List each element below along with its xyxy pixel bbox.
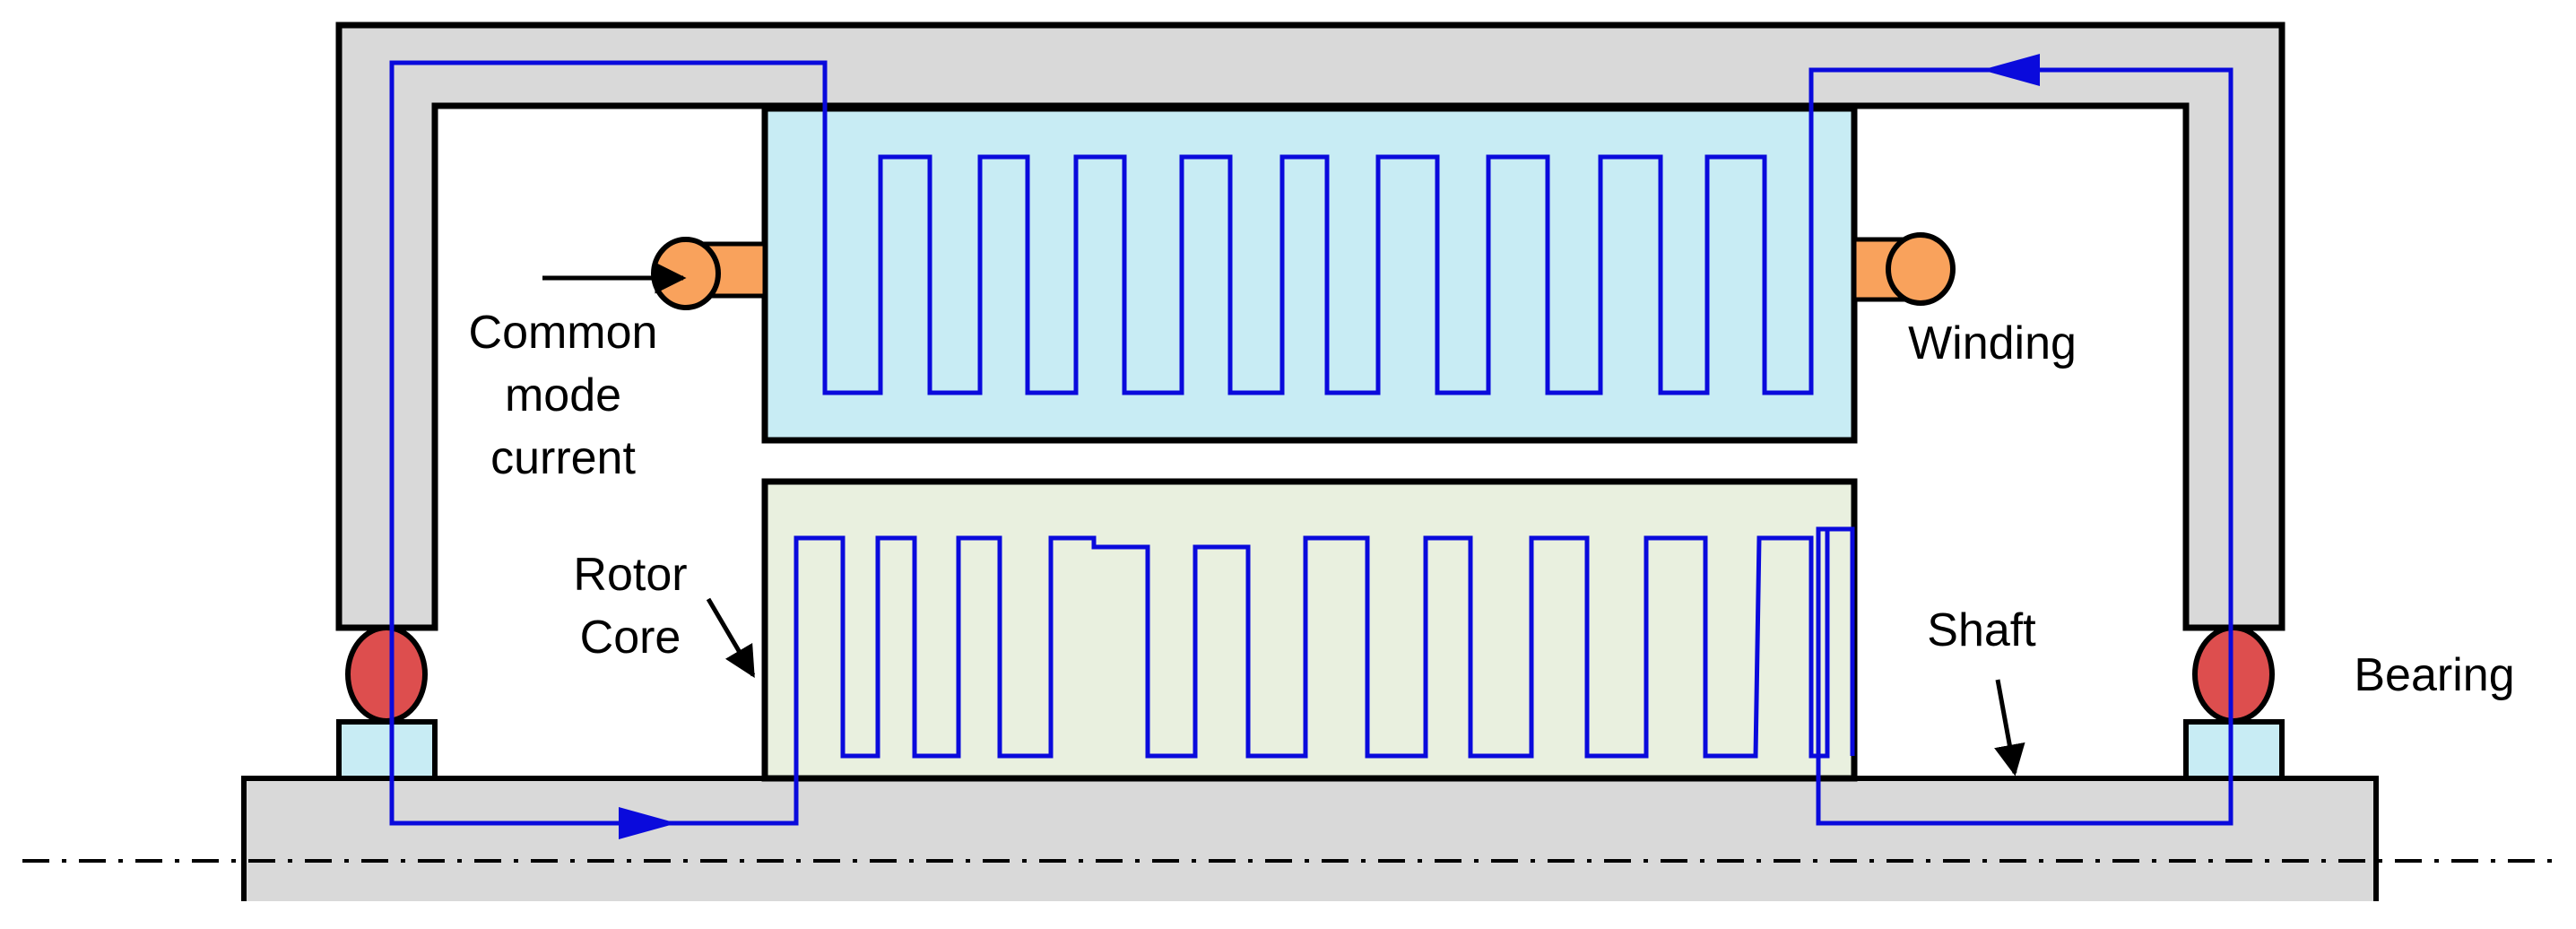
- winding-terminal-right: [1886, 232, 1956, 306]
- shaft: [241, 776, 2379, 901]
- label-bearing: Bearing: [2354, 649, 2514, 701]
- label-common-mode-line2: mode: [505, 369, 621, 421]
- label-winding: Winding: [1908, 317, 2077, 369]
- bearing-seat-right: [2183, 719, 2285, 781]
- bearing-ball-left: [345, 625, 428, 724]
- label-common-mode-line3: current: [490, 432, 636, 484]
- label-common-mode-line1: Common: [469, 307, 658, 359]
- shaft-pointer: [1994, 679, 2025, 777]
- label-rotor-line2: Core: [580, 612, 681, 664]
- current-path-rotor-to-shaft-right: [1816, 526, 2233, 826]
- current-path-shaft-and-rotor: [389, 526, 1855, 826]
- bearing-seat-left: [336, 719, 438, 781]
- rotor-core: [761, 478, 1858, 782]
- rotor-core-pointer: [706, 597, 756, 679]
- label-shaft: Shaft: [1927, 604, 2036, 656]
- motor-frame: [335, 22, 2285, 631]
- winding-terminal-left: [651, 237, 721, 310]
- label-rotor-line1: Rotor: [573, 549, 687, 601]
- current-direction-arrow-shaft: [619, 807, 677, 839]
- bearing-ball-right: [2192, 625, 2275, 724]
- current-direction-arrow-frame: [1982, 54, 2040, 86]
- current-path-left-and-stator: [389, 60, 2233, 778]
